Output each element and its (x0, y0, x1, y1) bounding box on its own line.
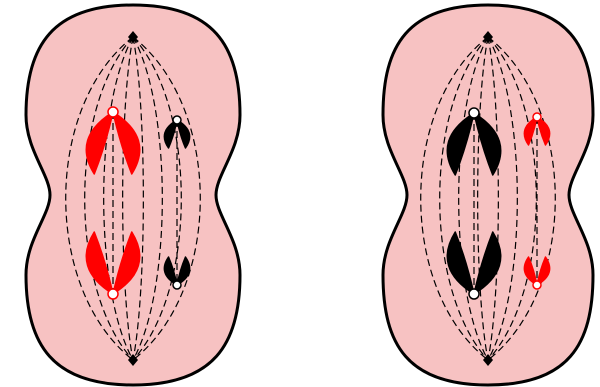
cell-left (26, 5, 240, 385)
cell-membrane (383, 5, 593, 385)
centromere-large-lower (108, 289, 118, 299)
centromere-large-upper (469, 108, 479, 118)
centromere-large-upper (108, 107, 118, 117)
cell-membrane (26, 5, 240, 385)
centromere-small-upper (533, 113, 541, 121)
cell-right (383, 5, 593, 385)
centromere-small-lower (533, 281, 541, 289)
centromere-large-lower (469, 289, 479, 299)
centromere-small-upper (173, 116, 181, 124)
centromere-small-lower (173, 281, 181, 289)
